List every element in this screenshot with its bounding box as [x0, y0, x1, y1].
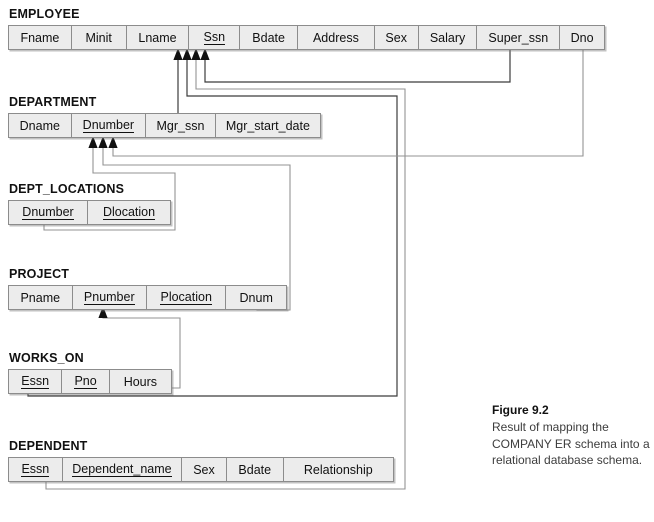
attribute-dependent-bdate[interactable]: Bdate	[226, 458, 284, 481]
attribute-sex[interactable]: Sex	[374, 26, 419, 49]
attribute-mgr-ssn[interactable]: Mgr_ssn	[146, 114, 216, 137]
attribute-relationship[interactable]: Relationship	[283, 458, 393, 481]
attribute-dlocation-primary-key[interactable]: Dlocation	[88, 201, 170, 224]
attribute-super-ssn[interactable]: Super_ssn	[477, 26, 561, 49]
relation-department: DEPARTMENT Dname Dnumber Mgr_ssn Mgr_sta…	[8, 96, 321, 138]
figure-number: Figure 9.2	[492, 403, 549, 417]
attribute-dnum[interactable]: Dnum	[226, 286, 286, 309]
relation-name-dependent: DEPENDENT	[9, 439, 88, 453]
attribute-dependent-name-primary-key[interactable]: Dependent_name	[62, 458, 183, 481]
relation-dept-locations: DEPT_LOCATIONS Dnumber Dlocation	[8, 183, 171, 225]
attribute-dnumber-primary-key[interactable]: Dnumber	[71, 114, 147, 137]
attribute-plocation-primary-key[interactable]: Plocation	[147, 286, 227, 309]
attribute-hours[interactable]: Hours	[109, 370, 171, 393]
attribute-pname[interactable]: Pname	[9, 286, 73, 309]
attribute-dno[interactable]: Dno	[560, 26, 604, 49]
relation-employee: EMPLOYEE Fname Minit Lname Ssn Bdate Add…	[8, 8, 605, 50]
relation-name-employee: EMPLOYEE	[9, 7, 80, 21]
relation-name-works-on: WORKS_ON	[9, 351, 84, 365]
figure-caption: Figure 9.2 Result of mapping the COMPANY…	[492, 402, 650, 469]
attribute-dependent-sex[interactable]: Sex	[182, 458, 227, 481]
attribute-salary[interactable]: Salary	[418, 26, 478, 49]
relation-name-department: DEPARTMENT	[9, 95, 97, 109]
attribute-mgr-start-date[interactable]: Mgr_start_date	[215, 114, 321, 137]
attribute-address[interactable]: Address	[298, 26, 375, 49]
attribute-dependent-essn-primary-key[interactable]: Essn	[9, 458, 63, 481]
attribute-fname[interactable]: Fname	[9, 26, 72, 49]
relation-dependent: DEPENDENT Essn Dependent_name Sex Bdate …	[8, 440, 394, 482]
relation-name-project: PROJECT	[9, 267, 70, 281]
attribute-dname[interactable]: Dname	[9, 114, 72, 137]
attribute-pno-primary-key[interactable]: Pno	[62, 370, 110, 393]
relation-table-project: Pname Pnumber Plocation Dnum	[8, 285, 287, 310]
figure-caption-text: Result of mapping the COMPANY ER schema …	[492, 420, 650, 467]
attribute-deptloc-dnumber-primary-key[interactable]: Dnumber	[9, 201, 89, 224]
attribute-bdate[interactable]: Bdate	[240, 26, 299, 49]
relation-table-dependent: Essn Dependent_name Sex Bdate Relationsh…	[8, 457, 394, 482]
attribute-pnumber-primary-key[interactable]: Pnumber	[72, 286, 147, 309]
attribute-lname[interactable]: Lname	[126, 26, 190, 49]
attribute-workson-essn-primary-key[interactable]: Essn	[9, 370, 63, 393]
relation-works-on: WORKS_ON Essn Pno Hours	[8, 352, 172, 394]
relation-table-employee: Fname Minit Lname Ssn Bdate Address Sex …	[8, 25, 605, 50]
relation-table-department: Dname Dnumber Mgr_ssn Mgr_start_date	[8, 113, 321, 138]
attribute-minit[interactable]: Minit	[71, 26, 127, 49]
relation-name-dept-locations: DEPT_LOCATIONS	[9, 182, 125, 196]
relation-table-works-on: Essn Pno Hours	[8, 369, 172, 394]
attribute-ssn-primary-key[interactable]: Ssn	[189, 26, 241, 49]
relation-project: PROJECT Pname Pnumber Plocation Dnum	[8, 268, 287, 310]
relation-table-dept-locations: Dnumber Dlocation	[8, 200, 171, 225]
